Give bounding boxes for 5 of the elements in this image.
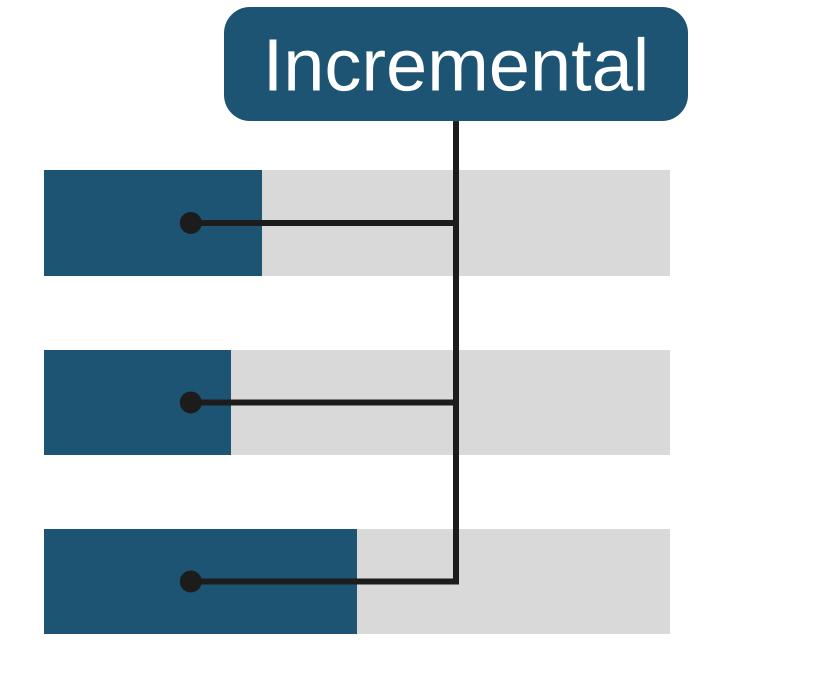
bar-fill xyxy=(44,350,231,455)
leader-line xyxy=(180,121,459,592)
label-box: Incremental xyxy=(224,7,688,121)
bar-fill xyxy=(44,529,357,634)
bar-fill xyxy=(44,170,262,276)
